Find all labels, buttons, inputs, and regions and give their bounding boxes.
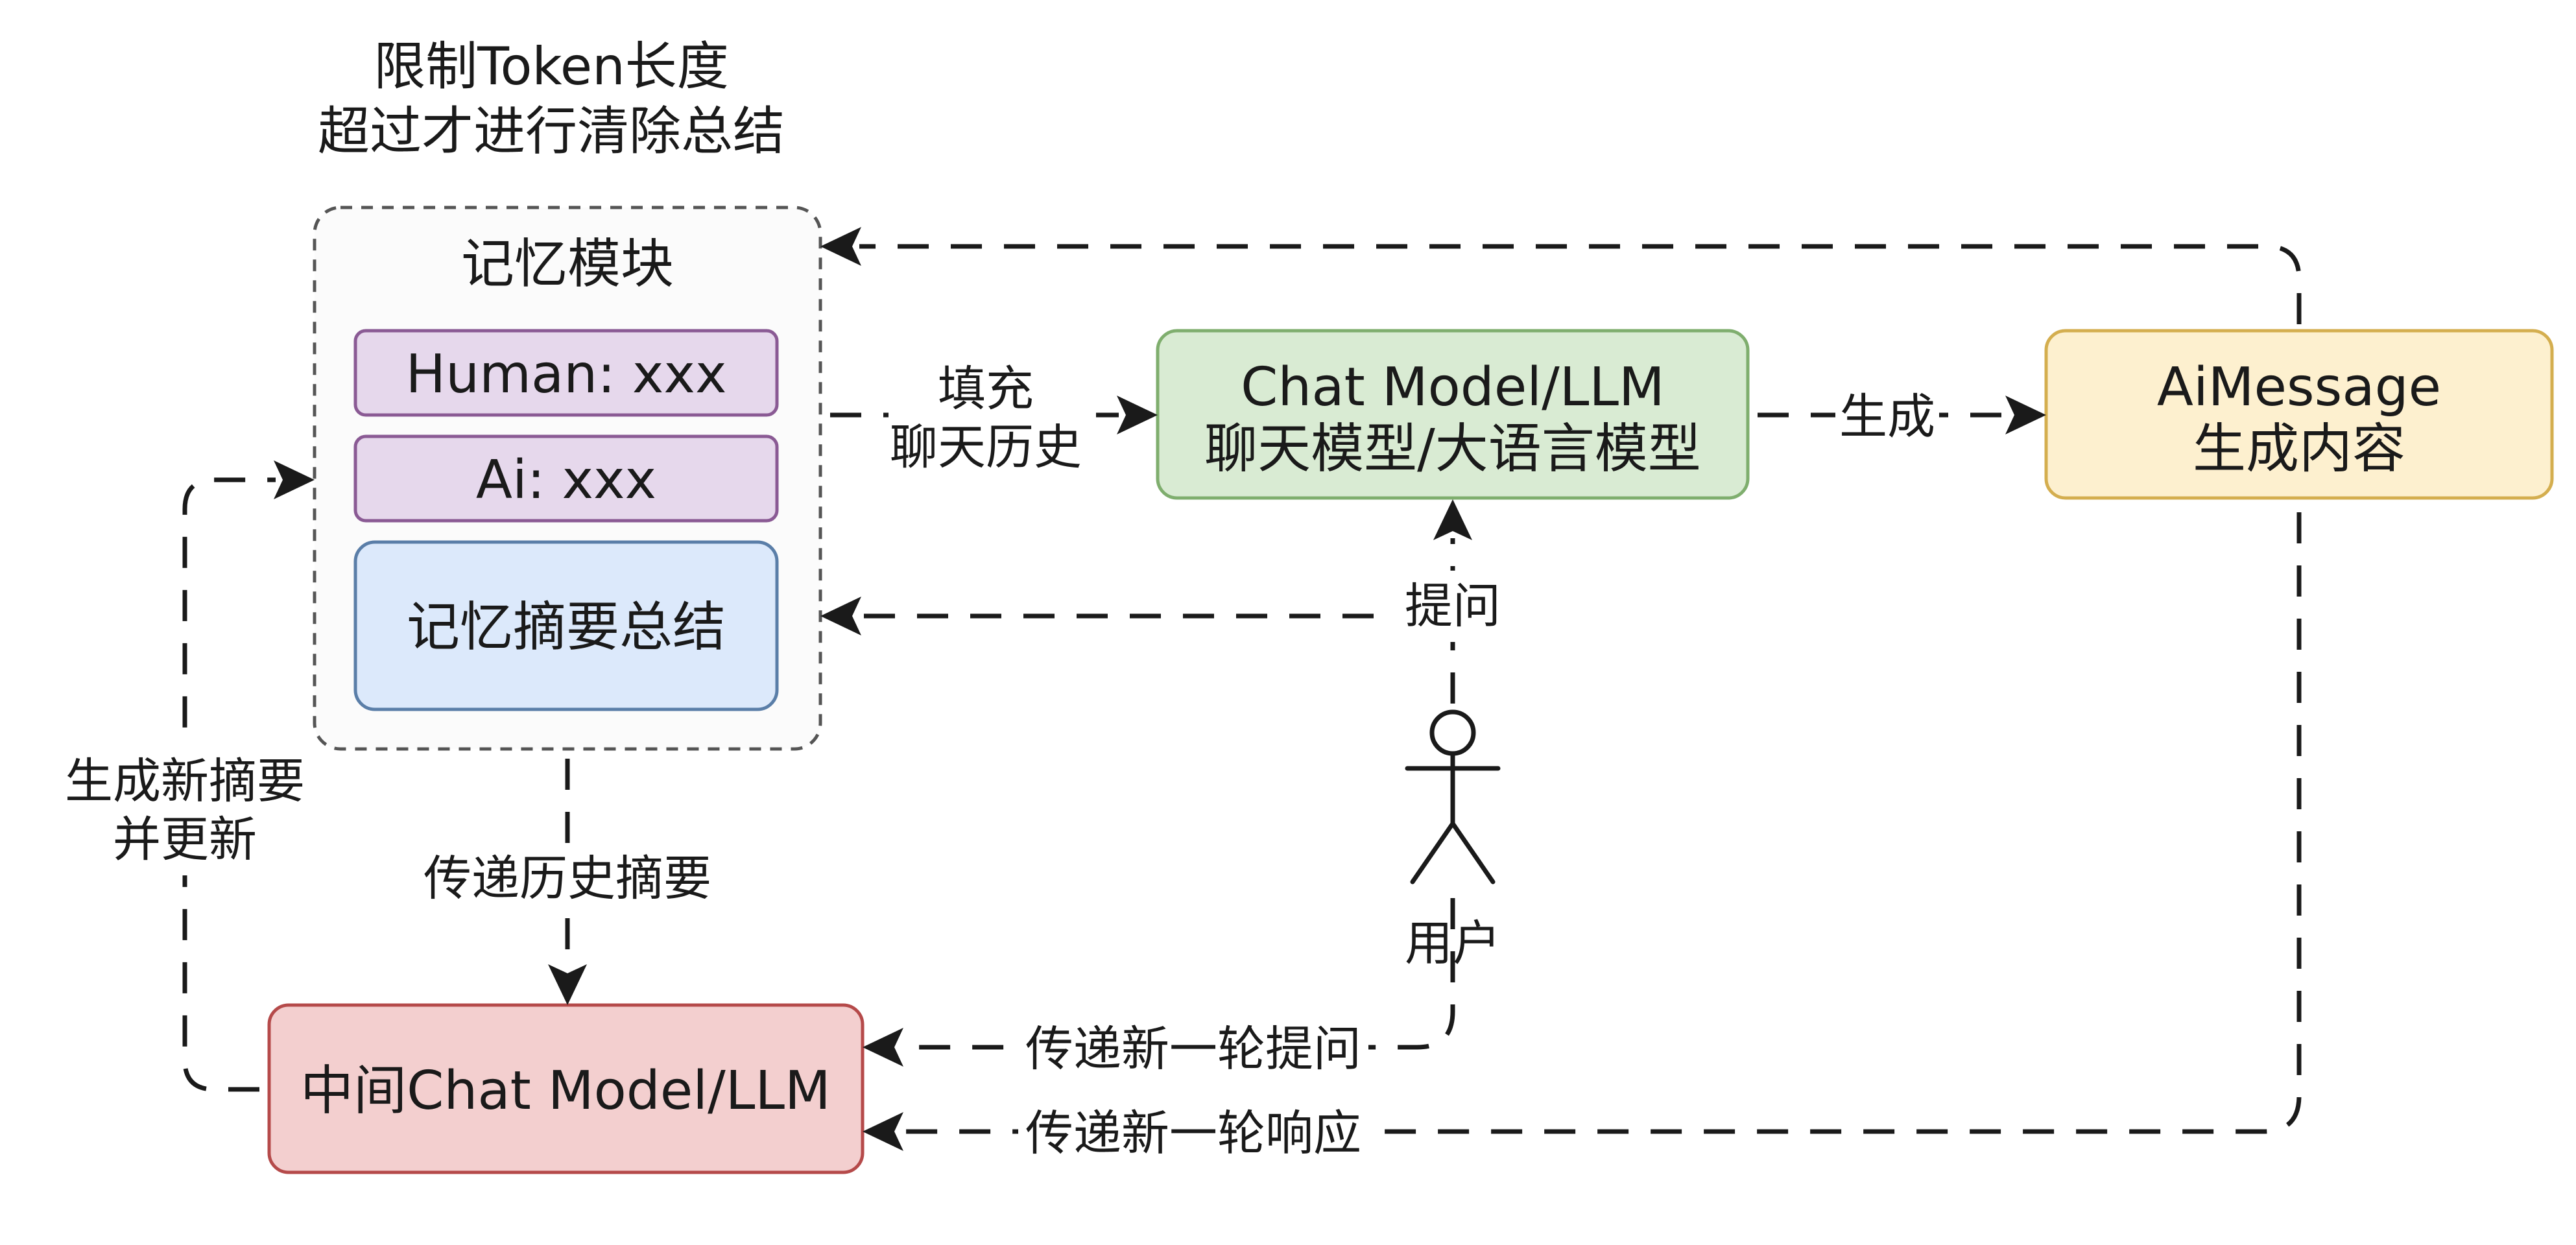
user-to-middle-arrowhead — [863, 1028, 903, 1067]
generate-label: 生成 — [1839, 389, 1935, 445]
middle-chat-model-label: 中间Chat Model/LLM — [300, 1060, 831, 1122]
fill-history-arrowhead — [1117, 396, 1158, 434]
memory-note-line1: 限制Token长度 — [374, 36, 729, 97]
ask-label: 提问 — [1405, 578, 1501, 634]
question-to-summary-arrowhead — [820, 597, 861, 635]
pass-summary-label: 传递历史摘要 — [423, 851, 711, 907]
pass-response-label: 传递新一轮响应 — [1025, 1106, 1361, 1161]
new-summary-label-line1: 生成新摘要 — [65, 753, 305, 809]
aimessage-to-middle-line — [901, 512, 2302, 1134]
middle-to-memory-line — [182, 477, 276, 1092]
middle-to-memory-arrowhead — [274, 460, 315, 499]
user-question-arrowhead — [1433, 499, 1472, 540]
ai-message-label: Ai: xxx — [476, 449, 656, 511]
ai-message-box — [353, 434, 779, 523]
ai-message-output-box — [2044, 329, 2554, 500]
user-to-middle-line — [901, 898, 1455, 1050]
generate-arrowhead — [2005, 396, 2046, 434]
ai-message-output-line1: AiMessage — [2157, 357, 2441, 418]
memory-summary-label: 记忆摘要总结 — [407, 597, 726, 658]
pass-question-label: 传递新一轮提问 — [1025, 1021, 1361, 1077]
ai-message-output-line2: 生成内容 — [2193, 418, 2405, 480]
chat-model-line1: Chat Model/LLM — [1241, 357, 1665, 418]
user-icon — [1405, 709, 1501, 884]
human-message-label: Human: xxx — [405, 344, 726, 405]
fill-history-label-line1: 填充 — [938, 361, 1034, 417]
memory-summary-box — [353, 540, 779, 711]
memory-module-title: 记忆模块 — [461, 233, 674, 295]
aimessage-to-memory-line — [859, 244, 2302, 324]
aimessage-to-memory-arrowhead — [820, 227, 861, 266]
memory-note-line2: 超过才进行清除总结 — [318, 101, 785, 161]
chat-model-box — [1156, 329, 1750, 500]
memory-to-middle-arrowhead — [548, 964, 587, 1005]
middle-chat-model-box — [267, 1003, 865, 1174]
new-summary-label-line2: 并更新 — [113, 812, 257, 868]
chat-model-line2: 聊天模型/大语言模型 — [1204, 418, 1701, 480]
human-message-box — [353, 329, 779, 417]
fill-history-label-line2: 聊天历史 — [890, 420, 1082, 475]
aimessage-to-middle-arrowhead — [863, 1112, 903, 1151]
